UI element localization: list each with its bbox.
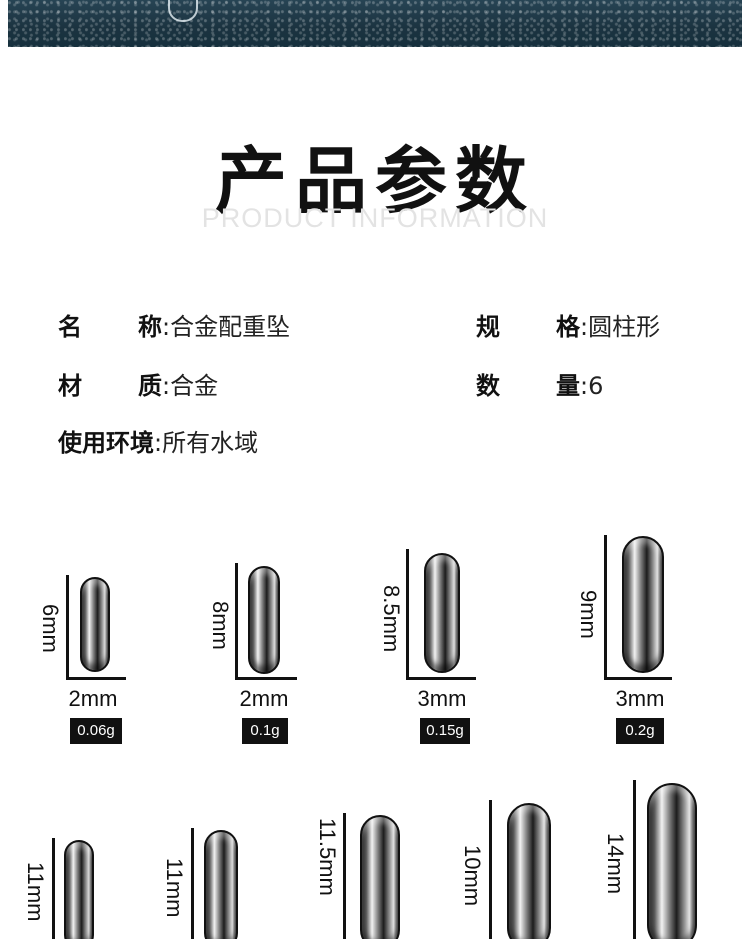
sinker-image (80, 577, 110, 672)
spec-environment-key: 使用环境 (58, 429, 154, 457)
width-label: 2mm (68, 686, 118, 711)
dimension-axis-vertical (343, 813, 346, 939)
spec-quantity: 数 量:6 (476, 366, 603, 401)
hook-icon (168, 0, 198, 22)
dimension-axis-horizontal (235, 677, 297, 680)
spec-separator: : (580, 372, 589, 400)
height-label: 10mm (460, 845, 485, 907)
width-label: 3mm (615, 686, 665, 711)
dimension-axis-vertical (52, 838, 55, 939)
height-label: 6mm (38, 604, 63, 653)
spec-separator: : (162, 372, 171, 400)
spec-name-key-2: 称 (138, 313, 162, 341)
spec-environment-value: 所有水域 (162, 429, 259, 457)
sinker-image (647, 783, 697, 939)
spec-shape-key-1: 规 (476, 313, 500, 341)
weight-badge: 0.15g (420, 718, 470, 744)
height-label: 8.5mm (379, 585, 404, 653)
spec-quantity-key-1: 数 (476, 372, 500, 400)
spec-name-value: 合金配重坠 (170, 313, 291, 341)
spec-name: 名 称:合金配重坠 (58, 307, 290, 342)
spec-separator: : (154, 429, 163, 457)
weight-badge: 0.2g (616, 718, 664, 744)
sinker-image (248, 566, 280, 674)
height-label: 11mm (23, 862, 48, 922)
spec-separator: : (580, 313, 589, 341)
top-banner-image (8, 0, 742, 47)
page-title: 产品参数 (214, 139, 535, 223)
spec-shape-key-2: 格 (556, 313, 580, 341)
dimension-axis-vertical (235, 563, 238, 680)
width-label: 2mm (239, 686, 289, 711)
width-label: 3mm (417, 686, 467, 711)
weight-badge: 0.1g (242, 718, 288, 744)
height-label: 9mm (576, 590, 601, 639)
spec-material-key-2: 质 (138, 372, 162, 400)
sinker-image (204, 830, 238, 939)
height-label: 14mm (603, 833, 628, 895)
dimension-axis-vertical (406, 549, 409, 680)
height-label: 8mm (208, 601, 233, 650)
spec-material: 材 质:合金 (58, 366, 218, 401)
dimension-axis-horizontal (604, 677, 672, 680)
spec-quantity-key-2: 量 (556, 372, 580, 400)
spec-material-value: 合金 (170, 372, 219, 400)
dimension-axis-horizontal (66, 677, 126, 680)
dimension-axis-horizontal (406, 677, 476, 680)
spec-quantity-value: 6 (588, 372, 604, 400)
sinker-image (507, 803, 551, 939)
sinker-image (622, 536, 664, 673)
spec-shape: 规 格:圆柱形 (476, 307, 660, 342)
spec-environment: 使用环境:所有水域 (58, 423, 258, 458)
dimension-axis-vertical (191, 828, 194, 939)
spec-shape-value: 圆柱形 (588, 313, 661, 341)
page-subtitle: PRODUCT INFORMATION (201, 203, 549, 233)
dimension-axis-vertical (66, 575, 69, 680)
dimension-axis-vertical (604, 535, 607, 680)
dimension-axis-vertical (633, 780, 636, 939)
sinker-image (360, 815, 400, 939)
sinker-image (424, 553, 460, 673)
sinker-image (64, 840, 94, 939)
dimension-axis-vertical (489, 800, 492, 939)
spec-separator: : (162, 313, 171, 341)
height-label: 11.5mm (315, 818, 340, 896)
weight-badge: 0.06g (70, 718, 122, 744)
height-label: 11mm (162, 858, 187, 918)
spec-name-key-1: 名 (58, 313, 82, 341)
spec-material-key-1: 材 (58, 372, 82, 400)
